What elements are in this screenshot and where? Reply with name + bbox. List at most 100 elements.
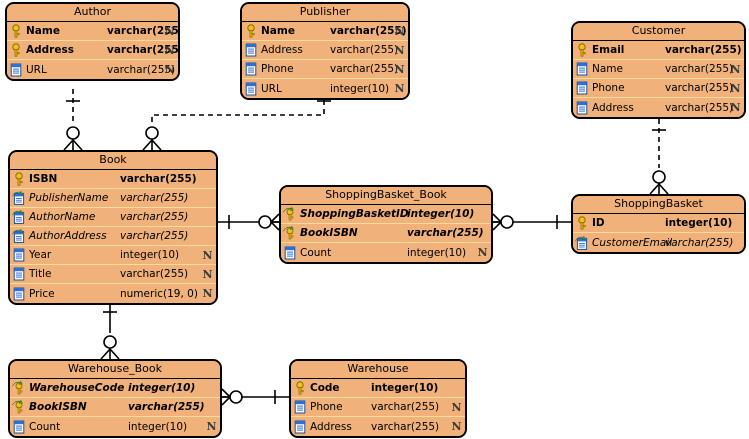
nullable-badge	[199, 189, 216, 208]
key-icon-svg	[578, 43, 586, 57]
attribute-name: Count	[300, 246, 332, 259]
connector-shoppingbasketbook-shoppingbasket	[492, 213, 571, 231]
connector-book-warehousebook	[100, 301, 120, 360]
attribute-row[interactable]: ISBN varchar(255)	[10, 170, 216, 189]
attribute-row[interactable]: Phone varchar(255)N	[242, 60, 408, 79]
attribute-name: PublisherName	[29, 192, 109, 204]
pkfk-icon	[10, 398, 28, 417]
attribute-type: numeric(19, 0)	[120, 287, 198, 300]
attribute-name: Phone	[261, 63, 294, 75]
column-icon	[10, 246, 28, 265]
nullable-badge: N	[164, 24, 175, 38]
nullable-badge: N	[730, 62, 741, 76]
fk-icon	[10, 189, 28, 208]
key-icon-svg	[296, 381, 304, 395]
attribute-type: varchar(255)	[665, 44, 742, 56]
column-icon-svg	[284, 246, 296, 259]
column-icon	[7, 60, 25, 79]
column-icon	[573, 79, 591, 98]
attribute-name: ISBN	[29, 173, 58, 185]
attribute-type: varchar(255)	[120, 192, 189, 204]
attribute-name: Address	[26, 44, 74, 56]
column-icon-svg	[576, 62, 588, 76]
attribute-type: varchar(255)	[407, 227, 484, 239]
nullable-badge: N	[164, 63, 175, 76]
nullable-badge: N	[451, 420, 462, 433]
entity-title: ShoppingBasket_Book	[281, 187, 491, 205]
nullable-badge: N	[477, 246, 488, 259]
nullable-badge: N	[394, 62, 405, 76]
attribute-type: varchar(255)	[330, 63, 399, 75]
pkfk-icon	[10, 379, 28, 398]
column-icon	[242, 79, 260, 98]
column-icon-svg	[10, 63, 22, 76]
key-icon-svg	[15, 172, 23, 186]
pkfk-icon	[281, 224, 299, 243]
key-icon	[573, 41, 591, 60]
key-icon-svg	[247, 24, 255, 38]
column-icon	[281, 243, 299, 262]
attribute-type: varchar(255)	[371, 420, 440, 433]
column-icon-svg	[245, 43, 257, 57]
nullable-badge	[474, 205, 491, 224]
attribute-type: varchar(255)	[120, 173, 197, 185]
attribute-type: varchar(255)	[120, 268, 189, 280]
attribute-row[interactable]: Address varchar(255)N	[7, 41, 178, 60]
nullable-badge: N	[164, 43, 175, 57]
pkfk-icon-svg	[283, 226, 294, 240]
attribute-type: varchar(255)	[128, 401, 205, 413]
connector-warehousebook-warehouse	[221, 388, 289, 406]
connector-customer-shoppingbasket	[649, 119, 669, 195]
attribute-type: varchar(255)	[665, 82, 734, 94]
nullable-badge	[448, 379, 465, 398]
nullable-badge	[203, 379, 220, 398]
connector-book-shoppingbasketbook	[218, 213, 280, 231]
key-icon	[7, 41, 25, 60]
attribute-row[interactable]: PublisherName varchar(255)	[10, 189, 216, 208]
attribute-type: varchar(255)	[120, 211, 189, 223]
nullable-badge: N	[394, 24, 405, 38]
column-icon-svg	[245, 62, 257, 76]
column-icon	[10, 284, 28, 303]
attribute-type: integer(10)	[665, 217, 733, 229]
attribute-name: Address	[592, 101, 634, 114]
attribute-type: varchar(255)	[107, 44, 180, 56]
column-icon-svg	[294, 400, 306, 414]
pkfk-icon-svg	[12, 381, 23, 395]
attribute-name: Phone	[310, 401, 343, 413]
entity-title: Book	[10, 152, 216, 170]
